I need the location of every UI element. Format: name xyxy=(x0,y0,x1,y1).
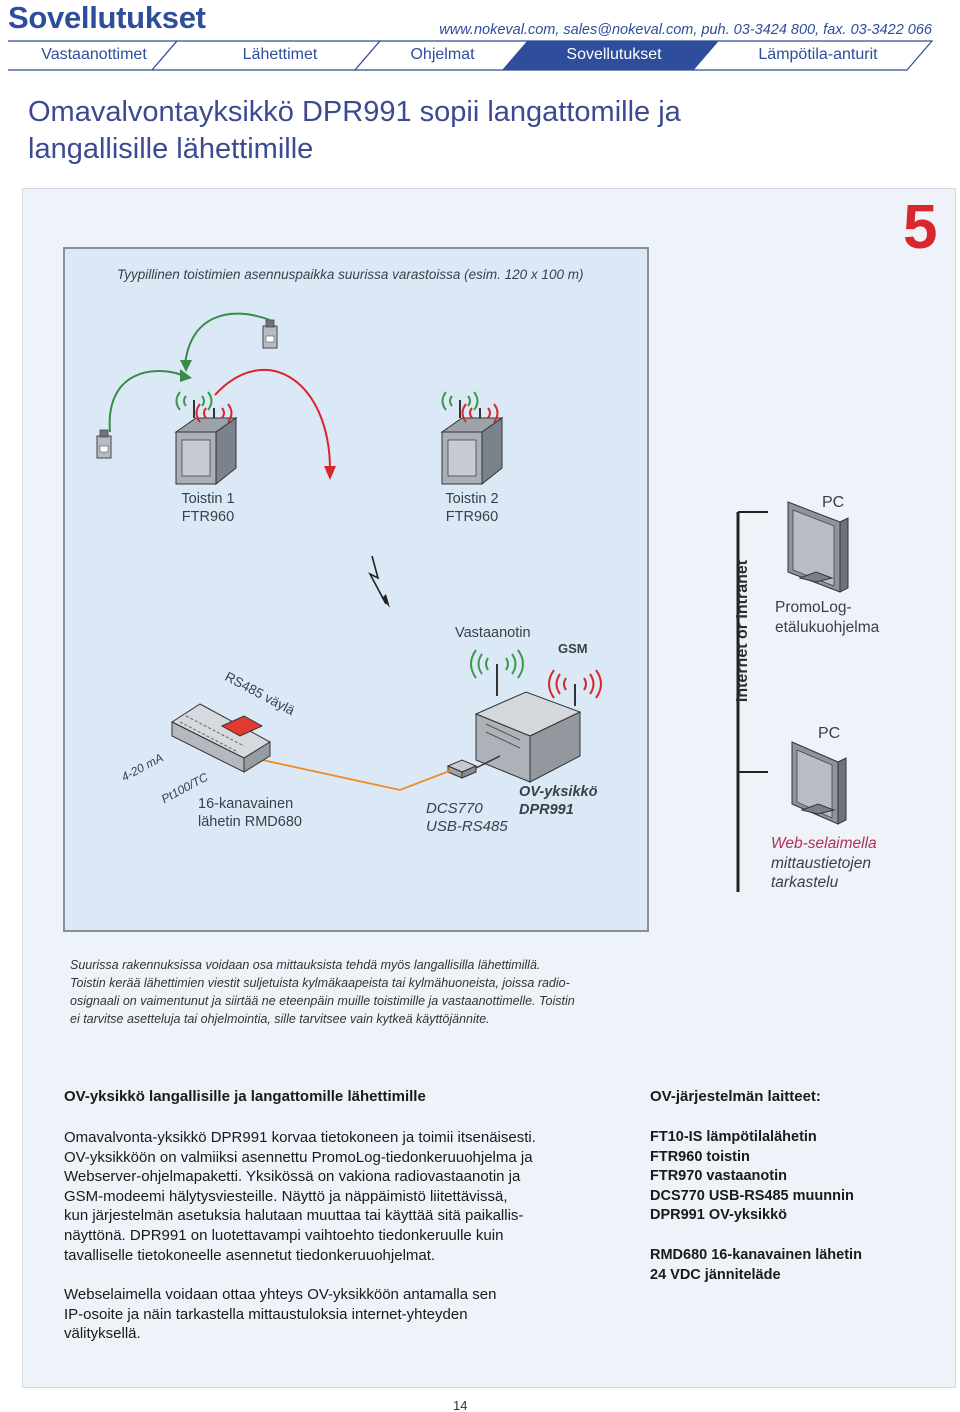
repeater1-name: Toistin 1 xyxy=(181,491,235,507)
caption-line: Toistin kerää lähettimien viestit suljet… xyxy=(70,976,570,990)
caption-line: osignaali on vaimentunut ja siirtää ne e… xyxy=(70,994,575,1008)
text-line: GSM-modeemi hälytysviesteille. Näyttö ja… xyxy=(64,1187,508,1205)
nav-tabs: Vastaanottimet Lähettimet Ohjelmat Sovel… xyxy=(0,40,960,72)
tab-sovellutukset[interactable]: Sovellutukset xyxy=(566,46,662,63)
repeater1-label: Toistin 1 FTR960 xyxy=(180,490,236,526)
promolog-line2: etälukuohjelma xyxy=(775,619,880,636)
tab-shapes xyxy=(8,40,934,71)
web-line1: mittaustietojen xyxy=(771,854,871,872)
gsm-label: GSM xyxy=(558,641,588,656)
dcs-line2: USB-RS485 xyxy=(426,818,508,835)
left-paragraph-1: Omavalvonta-yksikkö DPR991 korvaa tietok… xyxy=(64,1128,574,1265)
pc-monitor-icon xyxy=(787,501,849,593)
left-paragraph-2: Webselaimella voidaan ottaa yhteys OV-yk… xyxy=(64,1285,574,1344)
tab-vastaanottimet[interactable]: Vastaanottimet xyxy=(41,46,147,63)
text-line: näyttönä. DPR991 on luotettavampi vaihto… xyxy=(64,1226,504,1244)
diagram-caption: Suurissa rakennuksissa voidaan osa mitta… xyxy=(70,956,650,1028)
ov-unit-device xyxy=(474,691,582,783)
caption-line: ei tarvitse asetteluja tai ohjelmointia,… xyxy=(70,1012,490,1026)
tab-ohjelmat[interactable]: Ohjelmat xyxy=(410,46,475,63)
ov-unit-line1: OV-yksikkö xyxy=(519,784,598,800)
network-diagram xyxy=(63,247,649,932)
repeater-icon xyxy=(174,400,238,486)
network-label: Internet or Intranet xyxy=(734,559,751,703)
list-item: RMD680 16-kanavainen lähetin xyxy=(650,1247,862,1263)
contact-info: www.nokeval.com, sales@nokeval.com, puh.… xyxy=(439,22,932,38)
left-heading: OV-yksikkö langallisille ja langattomill… xyxy=(64,1088,426,1105)
device-list: FT10-IS lämpötilalähetin FTR960 toistin … xyxy=(650,1128,930,1226)
page-title: Omavalvontayksikkö DPR991 sopii langatto… xyxy=(28,96,681,165)
repeater2-label: Toistin 2 FTR960 xyxy=(444,490,500,526)
text-line: OV-yksikköön on valmiiksi asennettu Prom… xyxy=(64,1148,533,1166)
repeater2-name: Toistin 2 xyxy=(445,491,499,507)
ov-unit-label: OV-yksikkö DPR991 xyxy=(519,783,597,819)
tab-lampotila-anturit[interactable]: Lämpötila-anturit xyxy=(758,46,878,63)
text-line: IP-osoite ja näin tarkastella mittaustul… xyxy=(64,1305,468,1323)
promolog-line1: PromoLog- xyxy=(775,599,852,616)
receiver-label: Vastaanotin xyxy=(455,625,531,641)
text-line: tavalliselle tietokoneelle asennetut tie… xyxy=(64,1246,436,1264)
pc-monitor-icon xyxy=(791,741,847,825)
sensor-icon xyxy=(262,319,278,349)
web-label: Web-selaimella mittaustietojen tarkastel… xyxy=(771,834,877,893)
rmd680-device xyxy=(170,703,271,773)
list-item: 24 VDC jänniteläde xyxy=(650,1266,781,1283)
dcs-label: DCS770 USB-RS485 xyxy=(426,800,508,836)
sensor-icon xyxy=(96,429,112,459)
rmd-label: 16-kanavainen lähetin RMD680 xyxy=(198,795,302,831)
brand-title: Sovellutukset xyxy=(8,0,206,35)
text-line: välityksellä. xyxy=(64,1325,141,1343)
pc1-label: PC xyxy=(822,494,845,511)
usb-adapter-device xyxy=(446,759,478,779)
section-number: 5 xyxy=(903,193,938,262)
text-line: kun järjestelmän asetuksia halutaan muut… xyxy=(64,1207,524,1225)
right-heading: OV-järjestelmän laitteet: xyxy=(650,1088,821,1105)
caption-line: Suurissa rakennuksissa voidaan osa mitta… xyxy=(70,958,541,972)
lightning-icon xyxy=(368,555,387,605)
repeater2-model: FTR960 xyxy=(445,509,499,525)
rs485-cable xyxy=(243,755,453,791)
tab-lahettimet[interactable]: Lähettimet xyxy=(242,46,318,63)
list-item: DPR991 OV-yksikkö xyxy=(650,1207,788,1224)
text-line: Omavalvonta-yksikkö DPR991 korvaa tietok… xyxy=(64,1129,536,1146)
ov-unit-line2: DPR991 xyxy=(519,802,574,818)
pc2-label: PC xyxy=(818,725,841,742)
repeater-icon xyxy=(440,400,504,486)
text-line: Webserver-ohjelmapaketti. Yksikössä on v… xyxy=(64,1168,521,1186)
list-item: DCS770 USB-RS485 muunnin xyxy=(650,1187,854,1204)
page-number: 14 xyxy=(453,1398,468,1412)
rmd-line2: lähetin RMD680 xyxy=(198,814,302,830)
repeater1-model: FTR960 xyxy=(181,509,235,525)
dcs-line1: DCS770 xyxy=(426,800,483,817)
rmd-line1: 16-kanavainen xyxy=(198,796,294,812)
web-line2: tarkastelu xyxy=(771,874,839,891)
device-list-2: RMD680 16-kanavainen lähetin 24 VDC jänn… xyxy=(650,1246,930,1285)
list-item: FTR970 vastaanotin xyxy=(650,1168,787,1185)
diagram-heading: Tyypillinen toistimien asennuspaikka suu… xyxy=(117,267,584,282)
web-title: Web-selaimella xyxy=(771,835,877,852)
promolog-label: PromoLog- etälukuohjelma xyxy=(775,598,879,638)
text-line: Webselaimella voidaan ottaa yhteys OV-yk… xyxy=(64,1286,497,1303)
list-item: FTR960 toistin xyxy=(650,1148,750,1165)
list-item: FT10-IS lämpötilalähetin xyxy=(650,1129,817,1145)
